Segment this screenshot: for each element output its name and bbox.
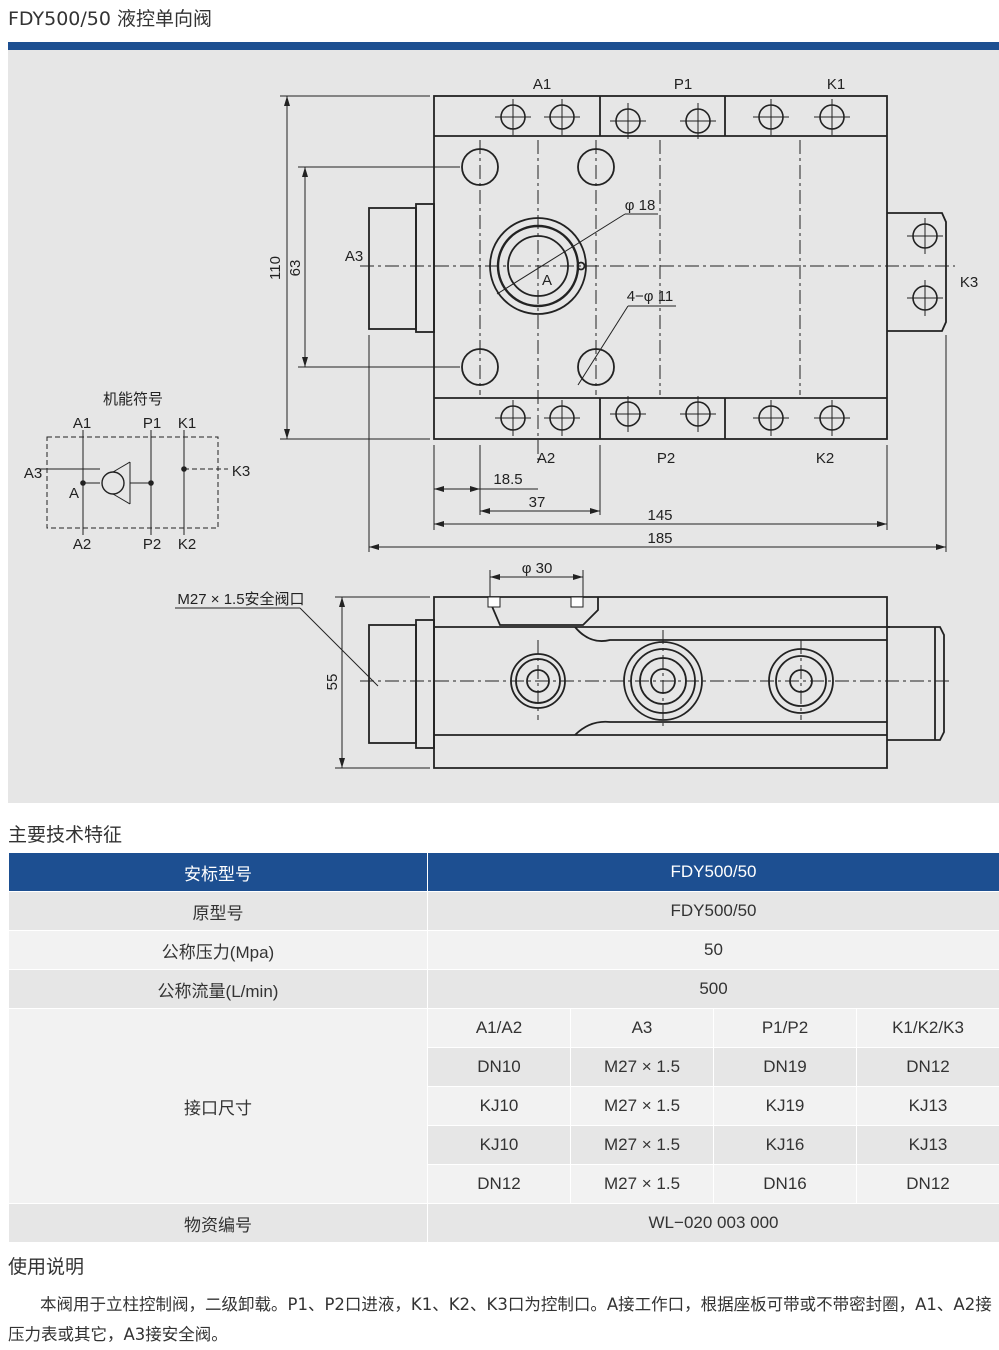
label-a-center: A [542, 272, 552, 289]
symbol-k2: K2 [178, 536, 196, 553]
spec-table: 安标型号 FDY500/50 原型号 FDY500/50 公称压力(Mpa) 5… [8, 852, 999, 1243]
row-value: 500 [428, 970, 999, 1009]
safety-port-label: M27 × 1.5安全阀口 [177, 590, 304, 608]
row-label: 公称压力(Mpa) [9, 931, 428, 970]
port-cell: DN10 [428, 1048, 571, 1087]
port-cell: KJ13 [857, 1126, 999, 1165]
dim-dia-30: φ 30 [522, 560, 553, 577]
port-header: A1/A2 [428, 1009, 571, 1048]
port-cell: KJ13 [857, 1087, 999, 1126]
label-a2: A2 [537, 450, 555, 467]
port-cell: M27 × 1.5 [571, 1126, 714, 1165]
port-header: P1/P2 [714, 1009, 857, 1048]
row-value: FDY500/50 [428, 892, 999, 931]
port-cell: M27 × 1.5 [571, 1048, 714, 1087]
dim-145: 145 [647, 507, 672, 524]
symbol-a1: A1 [73, 415, 91, 432]
port-cell: M27 × 1.5 [571, 1165, 714, 1204]
drawing-svg: A1 P1 K1 A2 P2 K2 A3 K3 A φ 18 4−φ 11 11… [8, 50, 999, 803]
usage-section-title: 使用说明 [8, 1252, 84, 1279]
port-size-label: 接口尺寸 [9, 1009, 428, 1204]
symbol-p2: P2 [143, 536, 161, 553]
symbol-p1: P1 [143, 415, 161, 432]
port-cell: DN16 [714, 1165, 857, 1204]
port-cell: DN12 [428, 1165, 571, 1204]
label-k1: K1 [827, 76, 845, 93]
dim-18-5: 18.5 [493, 471, 522, 488]
dim-dia-11: 4−φ 11 [627, 288, 674, 305]
dim-55: 55 [324, 674, 341, 691]
port-cell: DN12 [857, 1165, 999, 1204]
material-value: WL−020 003 000 [428, 1204, 999, 1243]
port-cell: DN19 [714, 1048, 857, 1087]
dim-63: 63 [287, 260, 304, 277]
label-k2: K2 [816, 450, 834, 467]
port-cell: KJ16 [714, 1126, 857, 1165]
label-k3: K3 [960, 274, 978, 291]
label-p2: P2 [657, 450, 675, 467]
port-cell: KJ10 [428, 1126, 571, 1165]
page-title: FDY500/50 液控单向阀 [8, 4, 212, 31]
material-label: 物资编号 [9, 1204, 428, 1243]
row-value: 50 [428, 931, 999, 970]
symbol-a3: A3 [24, 465, 42, 482]
row-label: 公称流量(L/min) [9, 970, 428, 1009]
label-a1: A1 [533, 76, 551, 93]
header-label: 安标型号 [9, 853, 428, 892]
label-p1: P1 [674, 76, 692, 93]
port-cell: DN12 [857, 1048, 999, 1087]
port-cell: M27 × 1.5 [571, 1087, 714, 1126]
header-value: FDY500/50 [428, 853, 999, 892]
usage-text: 本阀用于立柱控制阀，二级卸载。P1、P2口进液，K1、K2、K3口为控制口。A接… [8, 1290, 999, 1350]
title-bar [8, 42, 999, 50]
dim-dia-18: φ 18 [625, 197, 656, 214]
valve-body-side [369, 597, 944, 768]
symbol-k3: K3 [232, 463, 250, 480]
function-symbol [40, 430, 228, 535]
dim-110: 110 [267, 256, 284, 280]
left-fitting [369, 208, 416, 329]
symbol-k1: K1 [178, 415, 196, 432]
port-cell: KJ19 [714, 1087, 857, 1126]
dim-37: 37 [529, 494, 546, 511]
symbol-title: 机能符号 [103, 391, 163, 408]
technical-drawing: A1 P1 K1 A2 P2 K2 A3 K3 A φ 18 4−φ 11 11… [8, 50, 999, 803]
row-label: 原型号 [9, 892, 428, 931]
symbol-a2: A2 [73, 536, 91, 553]
label-a3: A3 [345, 248, 363, 265]
port-header: K1/K2/K3 [857, 1009, 999, 1048]
port-header: A3 [571, 1009, 714, 1048]
symbol-a: A [69, 485, 79, 502]
spec-section-title: 主要技术特征 [8, 820, 122, 847]
dim-185: 185 [647, 530, 672, 547]
port-cell: KJ10 [428, 1087, 571, 1126]
right-tab [887, 213, 946, 331]
